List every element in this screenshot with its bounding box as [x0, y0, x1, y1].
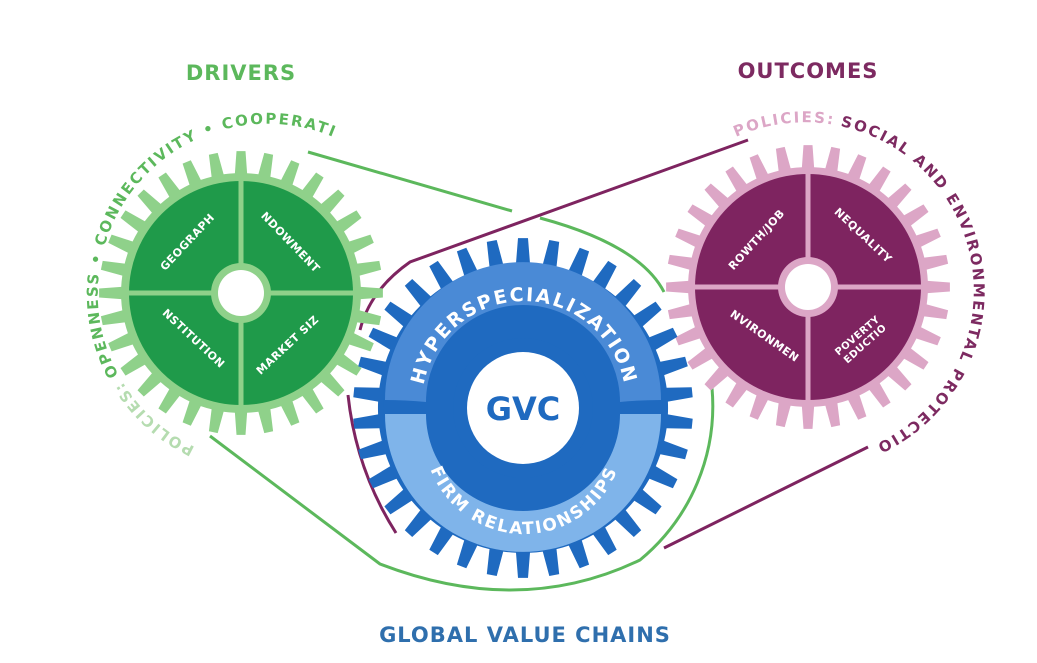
purple-belt-bottom: [663, 445, 869, 550]
gvc-gear-hub: [467, 352, 579, 464]
gvc-gear: HYPERSPECIALIZATION FIRM RELATIONSHIPS G…: [353, 238, 693, 578]
green-belt-inner: [539, 216, 666, 293]
outcome-policies-prefix: POLICIES:: [731, 108, 837, 140]
drivers-heading: DRIVERS: [186, 61, 296, 85]
outcomes-heading: OUTCOMES: [738, 59, 879, 83]
outcome-segment-growth-jobs: GROWTH/JOBS: [0, 0, 788, 273]
purple-belt-left: [346, 394, 398, 534]
footer-title: GLOBAL VALUE CHAINS: [379, 623, 671, 647]
gvc-gear-bottom-band: [385, 414, 661, 552]
outcomes-gear-hub: [785, 264, 831, 310]
green-belt-bottom: [209, 387, 715, 592]
green-belt-top: [307, 150, 513, 213]
gvc-gear-top-band: [385, 262, 661, 402]
drivers-gear-hub: [218, 270, 264, 316]
gvc-hub-label: GVC: [486, 390, 561, 428]
